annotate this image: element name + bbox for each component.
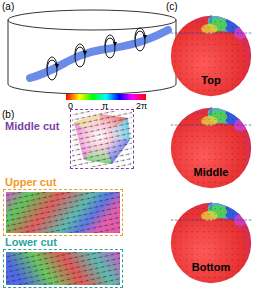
- cut-panel: Lower cut: [3, 249, 123, 288]
- spin-sphere: Bottom: [170, 202, 252, 284]
- panel-label: (b): [2, 110, 14, 120]
- cut-label: Middle cut: [5, 121, 59, 132]
- sphere-label: Bottom: [170, 262, 252, 273]
- cut-label: Upper cut: [5, 177, 56, 188]
- sphere-label: Top: [170, 75, 252, 86]
- cut-panel: Middle cut: [70, 109, 134, 169]
- sphere-label: Middle: [170, 167, 252, 178]
- colorbar-tick: 2π: [136, 102, 147, 111]
- panel-label: (c): [166, 2, 178, 12]
- panel-label: (a): [2, 2, 14, 12]
- spin-sphere: Top: [170, 15, 252, 97]
- cut-label: Lower cut: [5, 237, 57, 248]
- spin-sphere: Middle: [170, 107, 252, 189]
- cut-panel: Upper cut: [3, 189, 123, 236]
